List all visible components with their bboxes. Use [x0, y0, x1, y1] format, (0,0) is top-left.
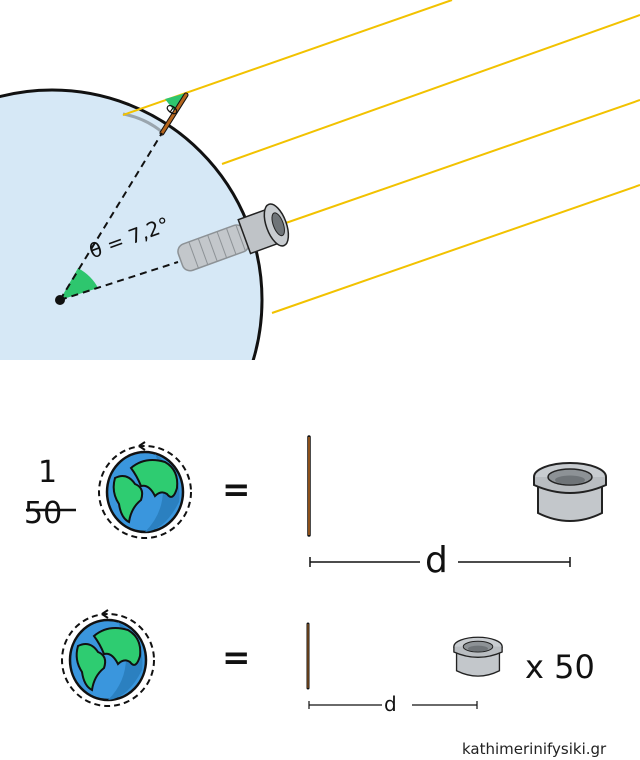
angle-wedge-center — [60, 268, 98, 300]
earth-section — [0, 88, 264, 360]
well-icon — [533, 462, 607, 522]
distance-line — [308, 701, 478, 709]
distance-label: d — [384, 692, 397, 716]
site-credit: kathimerinifysiki.gr — [462, 740, 607, 758]
fraction-numerator: 1 — [38, 455, 58, 490]
fraction-denominator: 50 — [24, 496, 63, 531]
multiplier-label: x 50 — [525, 648, 595, 686]
equals-sign: = — [222, 638, 251, 678]
stick — [160, 93, 188, 135]
sun-ray — [279, 99, 640, 226]
sun-ray — [271, 184, 640, 314]
distance-line — [309, 557, 571, 567]
earth-center-dot — [55, 295, 65, 305]
distance-label: d — [425, 540, 448, 581]
well-icon — [453, 636, 503, 677]
earth-icon — [60, 608, 156, 708]
well-cross-section — [177, 203, 290, 272]
equals-sign: = — [222, 470, 251, 510]
earth-icon — [97, 440, 193, 540]
angle-wedge-stick — [165, 93, 186, 112]
sun-ray — [221, 14, 640, 165]
